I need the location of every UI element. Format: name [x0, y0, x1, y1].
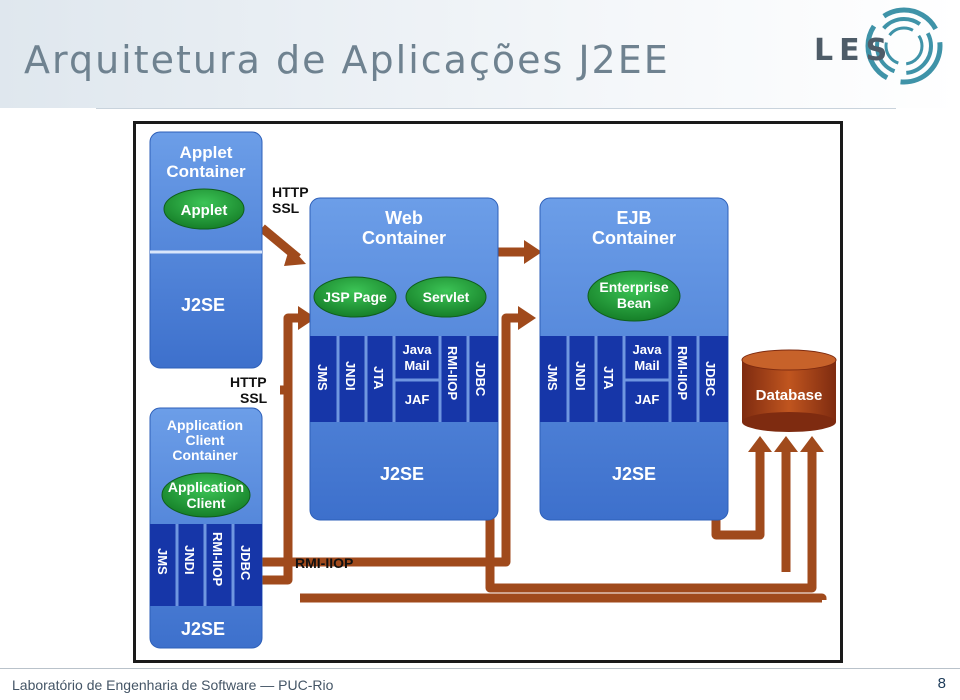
- web-jms: JMS: [315, 364, 330, 391]
- web-javamail-1: Java: [403, 342, 433, 357]
- protocol-rmi-iiop: RMI-IIOP: [295, 555, 353, 571]
- application-client-container: Application Client Container Application…: [149, 407, 263, 649]
- app-client-jms: JMS: [155, 548, 170, 575]
- web-container-title-1: Web: [385, 208, 423, 228]
- servlet-label: Servlet: [423, 289, 470, 305]
- ejb-jms: JMS: [545, 364, 560, 391]
- arrow-heads: [284, 240, 824, 452]
- app-client-jndi: JNDI: [182, 545, 197, 575]
- slide-title: Arquitetura de Aplicações J2EE: [24, 38, 670, 82]
- app-client-label-2: Client: [187, 495, 226, 511]
- servlet-component: [405, 276, 487, 318]
- database-label: Database: [756, 387, 823, 404]
- protocol-ssl-top: SSL: [272, 200, 300, 216]
- title-bar: [0, 0, 960, 108]
- database-cylinder: Database: [741, 349, 837, 432]
- arrow-app-client-to-web: [258, 313, 300, 585]
- app-client-jdbc: JDBC: [238, 545, 253, 581]
- app-client-j2se: J2SE: [181, 619, 225, 639]
- protocol-http-top: HTTP: [272, 184, 309, 200]
- jsp-page-component: [313, 276, 397, 318]
- ejb-jaf: JAF: [635, 392, 660, 407]
- web-jaf: JAF: [405, 392, 430, 407]
- ejb-javamail-1: Java: [633, 342, 663, 357]
- web-container: Web Container JSP Page Servlet JMS JNDI …: [309, 197, 499, 521]
- ejb-javamail-2: Mail: [634, 358, 659, 373]
- ejb-jdbc: JDBC: [703, 361, 718, 397]
- application-client-component: [161, 472, 251, 518]
- web-container-title-2: Container: [362, 228, 446, 248]
- page-number: 8: [937, 675, 946, 692]
- app-client-container-title-3: Container: [172, 447, 238, 463]
- diagram-frame: Applet Container Applet J2SE Application…: [133, 121, 843, 663]
- protocol-ssl-bottom: SSL: [240, 390, 268, 406]
- ejb-jndi: JNDI: [573, 361, 588, 391]
- enterprise-bean-component: [587, 270, 681, 322]
- app-client-container-title-1: Application: [167, 417, 243, 433]
- arrow-rmi-to-ejb: [258, 313, 520, 567]
- title-rule: [96, 108, 896, 109]
- web-jndi: JNDI: [343, 361, 358, 391]
- app-client-rmi: RMI-IIOP: [210, 532, 225, 586]
- les-logo: LES: [814, 7, 943, 85]
- applet-j2se: J2SE: [181, 295, 225, 315]
- logo-text: LES: [814, 33, 893, 68]
- web-j2se: J2SE: [380, 464, 424, 484]
- applet-container-title-1: Applet: [180, 143, 233, 162]
- ejb-jta: JTA: [601, 366, 616, 390]
- web-rmi: RMI-IIOP: [445, 346, 460, 400]
- applet-component: [163, 188, 245, 230]
- app-client-label-1: Application: [168, 479, 244, 495]
- j2ee-architecture-diagram: Applet Container Applet J2SE Application…: [149, 131, 837, 649]
- footer-text: Laboratório de Engenharia de Software — …: [12, 677, 334, 693]
- web-jta: JTA: [371, 366, 386, 390]
- app-client-container-title-2: Client: [186, 432, 225, 448]
- ejb-j2se: J2SE: [612, 464, 656, 484]
- ejb-rmi: RMI-IIOP: [675, 346, 690, 400]
- web-javamail-2: Mail: [404, 358, 429, 373]
- jsp-page-label: JSP Page: [323, 289, 387, 305]
- enterprise-bean-label-2: Bean: [617, 295, 651, 311]
- applet-label: Applet: [181, 202, 228, 219]
- ejb-container: EJB Container Enterprise Bean JMS JNDI J…: [539, 197, 729, 521]
- protocol-http-bottom: HTTP: [230, 374, 267, 390]
- ejb-container-title-1: EJB: [616, 208, 651, 228]
- footer-rule: [0, 668, 960, 669]
- ejb-container-title-2: Container: [592, 228, 676, 248]
- arrow-ejb-to-db-2: [300, 593, 827, 603]
- applet-container: Applet Container Applet J2SE: [149, 131, 263, 369]
- applet-container-title-2: Container: [166, 162, 246, 181]
- enterprise-bean-label-1: Enterprise: [599, 279, 668, 295]
- web-jdbc: JDBC: [473, 361, 488, 397]
